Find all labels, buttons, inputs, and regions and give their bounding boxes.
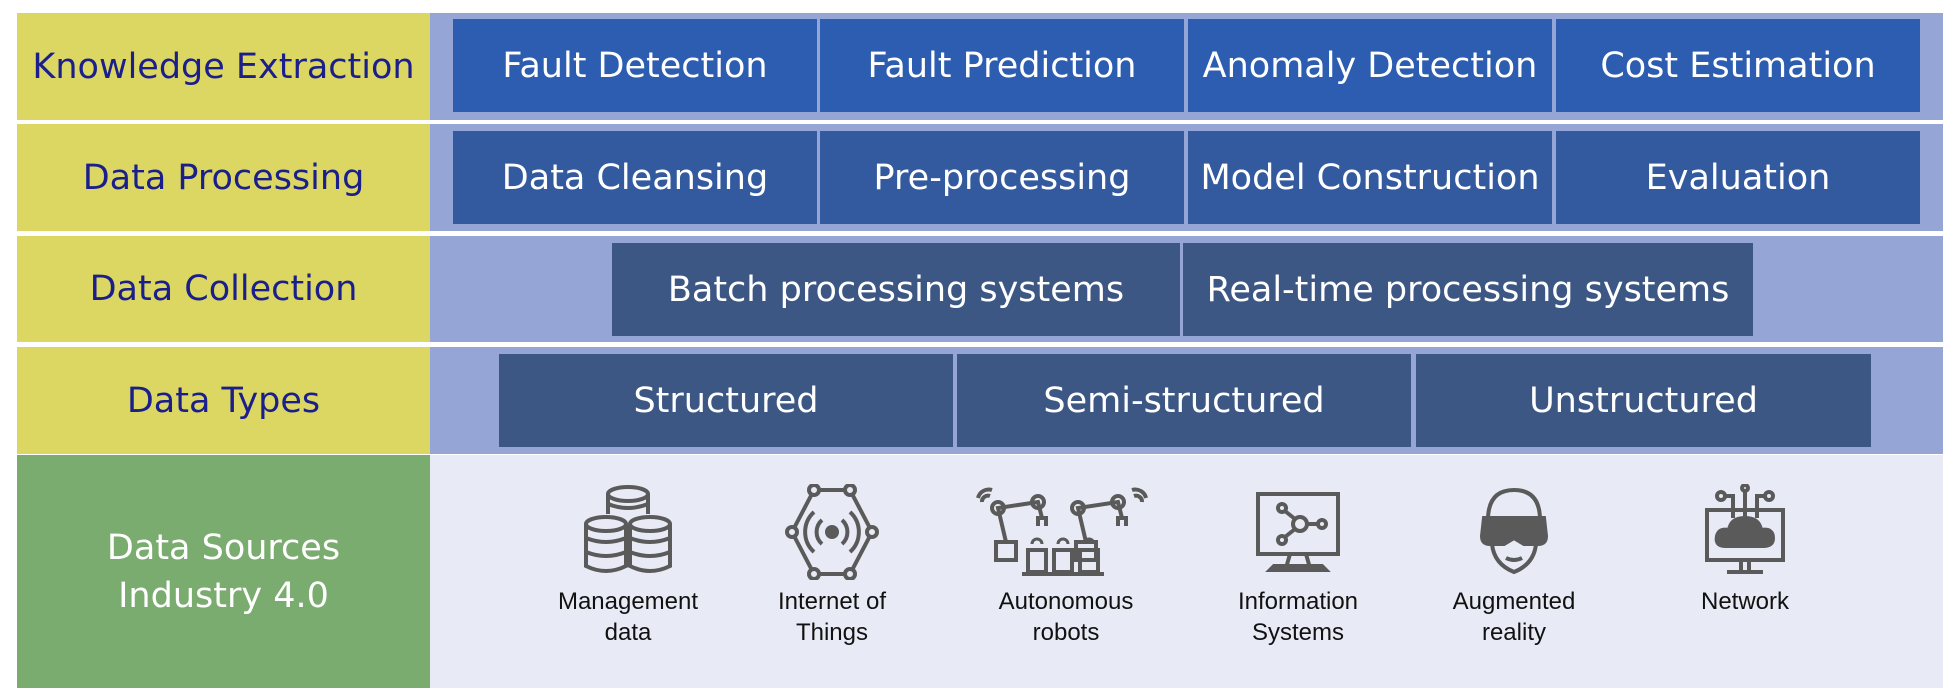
- layer-label-data-processing: Data Processing: [17, 124, 430, 231]
- layer-label-data-types: Data Types: [17, 347, 430, 454]
- source-network: Network: [1645, 484, 1845, 617]
- box-fault-prediction: Fault Prediction: [820, 19, 1184, 112]
- data-sources-line1: Data Sources: [106, 527, 341, 568]
- box-evaluation: Evaluation: [1556, 131, 1920, 224]
- box-fault-detection: Fault Detection: [453, 19, 817, 112]
- box-model-construction: Model Construction: [1188, 131, 1552, 224]
- box-batch-processing: Batch processing systems: [612, 243, 1180, 336]
- robot-arms-icon: [976, 487, 1148, 576]
- source-caption: Network: [1700, 588, 1790, 615]
- box-real-time-processing: Real-time processing systems: [1183, 243, 1753, 336]
- layer-label-knowledge-extraction: Knowledge Extraction: [17, 13, 430, 120]
- box-pre-processing: Pre-processing: [820, 131, 1184, 224]
- monitor-network-icon: [1256, 492, 1340, 572]
- data-sources-line2: Industry 4.0: [118, 575, 329, 616]
- iot-icon: [785, 484, 879, 580]
- layer-label-data-sources: Data Sources Industry 4.0: [17, 455, 430, 688]
- box-anomaly-detection: Anomaly Detection: [1188, 19, 1552, 112]
- box-cost-estimation: Cost Estimation: [1556, 19, 1920, 112]
- layer-label-data-collection: Data Collection: [17, 236, 430, 342]
- vr-headset-icon: [1479, 487, 1549, 575]
- database-icon: [584, 485, 672, 573]
- box-unstructured: Unstructured: [1416, 354, 1871, 447]
- box-semi-structured: Semi-structured: [957, 354, 1411, 447]
- box-structured: Structured: [499, 354, 953, 447]
- layer-band-data-sources: [430, 455, 1943, 688]
- cloud-network-icon: [1705, 484, 1785, 574]
- box-data-cleansing: Data Cleansing: [453, 131, 817, 224]
